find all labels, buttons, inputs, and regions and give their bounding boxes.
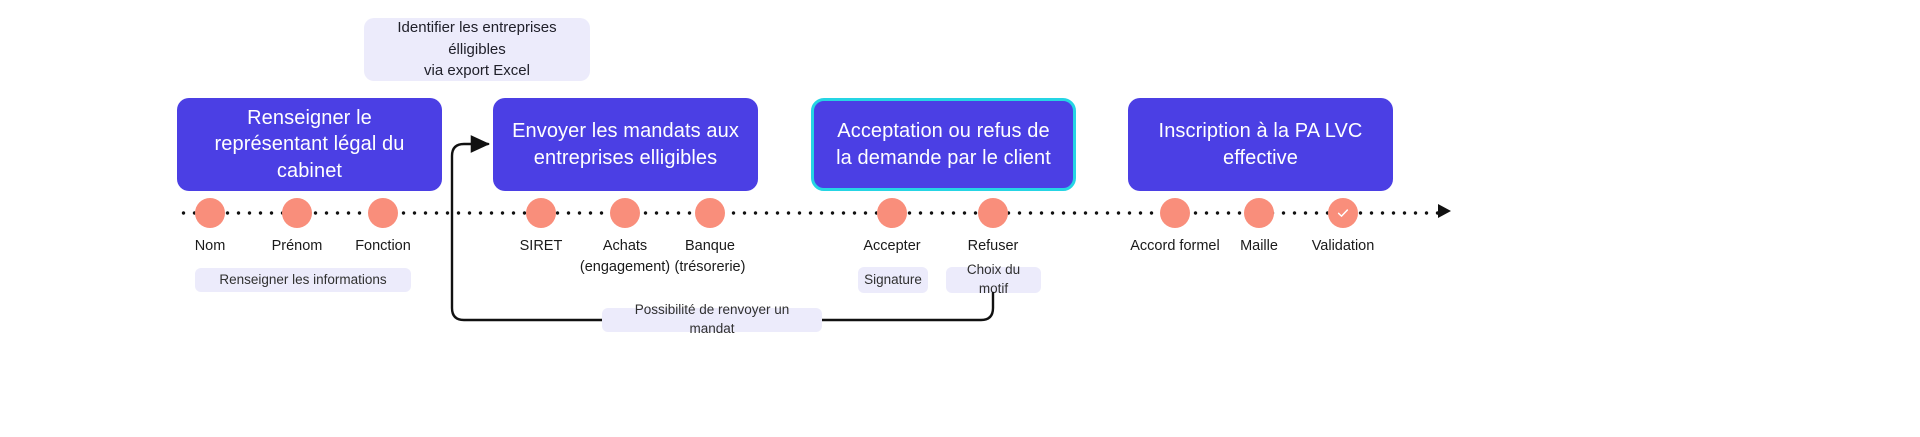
chip-possibilite-renvoyer-mandat: Possibilité de renvoyer un mandat xyxy=(602,302,822,336)
timeline-node-label-refuser: Refuser xyxy=(967,238,1019,254)
chip-signature: Signature xyxy=(858,267,928,293)
timeline-node-achats[interactable] xyxy=(610,198,640,228)
timeline-node-label-validation: Validation xyxy=(1311,238,1375,254)
timeline-node-banque[interactable] xyxy=(695,198,725,228)
timeline-node-maille[interactable] xyxy=(1244,198,1274,228)
stage-card-3[interactable]: Acceptation ou refus de la demande par l… xyxy=(811,98,1076,191)
timeline-node-label-accepter: Accepter xyxy=(863,238,921,254)
timeline-node-label-banque: Banque (trésorerie) xyxy=(674,238,746,275)
stage-card-1[interactable]: Renseigner le représentant légal du cabi… xyxy=(177,98,442,191)
callout-identify-companies: Identifier les entreprises élligibles vi… xyxy=(364,18,590,81)
timeline-node-nom[interactable] xyxy=(195,198,225,228)
check-icon xyxy=(1337,209,1349,217)
timeline-node-accepter[interactable] xyxy=(877,198,907,228)
timeline-node-fonction[interactable] xyxy=(368,198,398,228)
chip-choix-du-motif: Choix du motif xyxy=(946,262,1041,296)
stage-card-4[interactable]: Inscription à la PA LVC effective xyxy=(1128,98,1393,191)
timeline-node-siret[interactable] xyxy=(526,198,556,228)
timeline-node-validation[interactable] xyxy=(1328,198,1358,228)
timeline-axis xyxy=(178,211,1444,215)
timeline-node-label-fonction: Fonction xyxy=(355,238,411,254)
stage-card-2[interactable]: Envoyer les mandats aux entreprises elli… xyxy=(493,98,758,191)
timeline-node-refuser[interactable] xyxy=(978,198,1008,228)
timeline-node-label-accord-formel: Accord formel xyxy=(1130,238,1220,254)
chip-renseigner-informations: Renseigner les informations xyxy=(195,268,411,292)
timeline-node-prenom[interactable] xyxy=(282,198,312,228)
timeline-node-label-maille: Maille xyxy=(1240,238,1278,254)
timeline-node-label-nom: Nom xyxy=(194,238,226,254)
timeline-node-label-prenom: Prénom xyxy=(271,238,323,254)
timeline-node-accord-formel[interactable] xyxy=(1160,198,1190,228)
timeline-arrow-icon xyxy=(1438,204,1451,218)
